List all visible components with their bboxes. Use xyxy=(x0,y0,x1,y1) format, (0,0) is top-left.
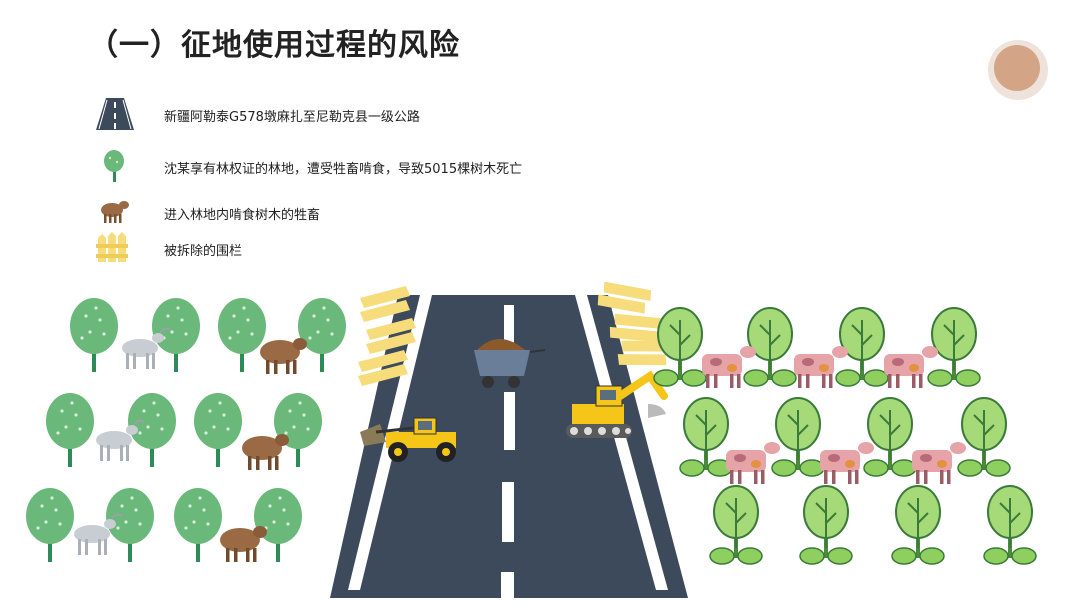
legend-item-fence: 被拆除的围栏 xyxy=(96,230,596,266)
wheel-loader xyxy=(360,417,456,462)
road-icon xyxy=(96,98,134,130)
fence-icon xyxy=(96,232,128,262)
excavator xyxy=(566,370,668,438)
left-forest xyxy=(26,298,346,562)
page-title: （一）征地使用过程的风险 xyxy=(88,28,460,63)
dirt-cart xyxy=(474,339,546,388)
right-forest xyxy=(653,307,1037,565)
decorative-badge xyxy=(988,40,1048,100)
legend-label-livestock: 进入林地内啃食树木的牲畜 xyxy=(164,208,321,223)
legend-item-tree: 沈某享有林权证的林地，遭受牲畜啃食，导致5015棵树木死亡 xyxy=(96,148,596,184)
livestock-icon xyxy=(101,201,129,223)
legend-item-livestock: 进入林地内啃食树木的牲畜 xyxy=(96,194,596,230)
legend-label-fence: 被拆除的围栏 xyxy=(164,244,243,259)
legend-label-tree: 沈某享有林权证的林地，遭受牲畜啃食，导致5015棵树木死亡 xyxy=(164,162,523,177)
legend-item-road: 新疆阿勒泰G578墩麻扎至尼勒克县一级公路 xyxy=(96,96,596,132)
badge-inner xyxy=(994,45,1040,91)
tree-icon xyxy=(104,150,124,182)
legend-label-road: 新疆阿勒泰G578墩麻扎至尼勒克县一级公路 xyxy=(164,110,420,125)
